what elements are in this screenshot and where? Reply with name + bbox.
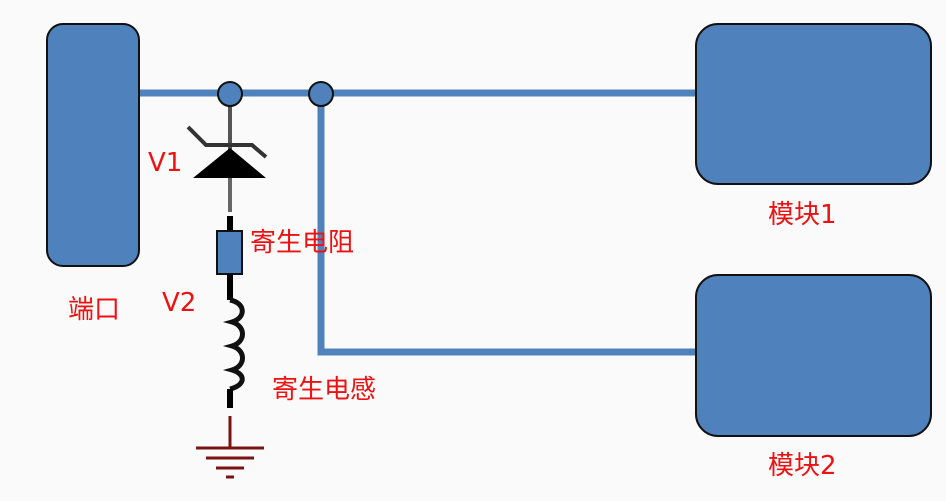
junction2	[308, 81, 334, 107]
v2-label: V2	[162, 288, 197, 318]
ground-icon	[196, 416, 264, 479]
port-block[interactable]	[46, 23, 140, 267]
module1-block[interactable]	[695, 23, 932, 185]
module1-label: 模块1	[768, 200, 837, 230]
module2-block[interactable]	[695, 274, 932, 437]
parasitic-resistor-icon	[216, 230, 243, 275]
parasitic-resistor-label: 寄生电阻	[250, 228, 355, 258]
parasitic-inductor-label: 寄生电感	[272, 375, 377, 405]
wire-junction2-to-module2	[317, 93, 696, 356]
junction1	[217, 81, 243, 107]
port-label: 端口	[68, 295, 121, 325]
module2-label: 模块2	[768, 451, 837, 481]
v1-label: V1	[148, 148, 183, 178]
parasitic-inductor-icon	[222, 297, 245, 392]
tvs-diode-icon	[186, 125, 268, 178]
